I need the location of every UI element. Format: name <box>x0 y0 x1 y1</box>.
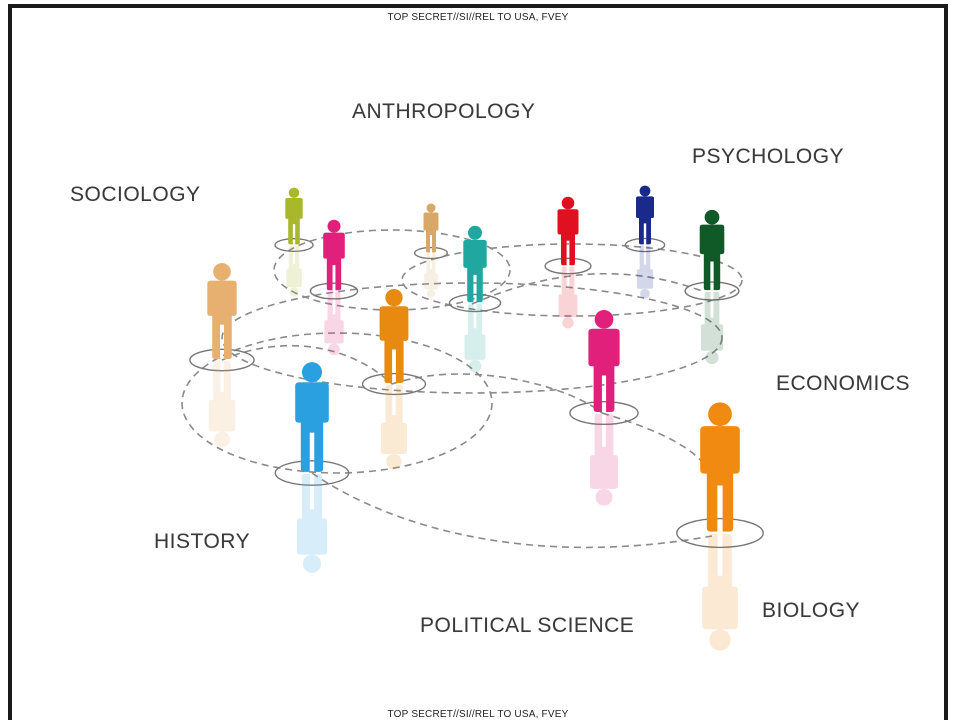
node-ring <box>624 237 666 253</box>
person-figure <box>285 187 303 245</box>
person-reflection <box>286 245 302 297</box>
person-reflection <box>324 291 344 356</box>
slide: TOP SECRET//SI//REL TO USA, FVEY <box>8 4 948 720</box>
node-ring <box>274 237 314 253</box>
label-sociology: SOCIOLOGY <box>70 183 201 206</box>
connection-line <box>221 344 393 385</box>
person-figure <box>379 288 409 384</box>
person-reflection <box>424 253 438 298</box>
label-psychology: PSYCHOLOGY <box>692 145 845 168</box>
connection-line <box>311 472 713 549</box>
node-ring <box>361 372 427 396</box>
person-reflection <box>702 534 738 651</box>
person-figure <box>463 225 487 303</box>
person-figure <box>636 185 654 245</box>
label-political-science: POLITICAL SCIENCE <box>420 614 635 637</box>
person-reflection <box>636 245 654 299</box>
node-ring <box>448 293 502 313</box>
connection-line <box>471 272 703 305</box>
connection-loop <box>181 332 493 474</box>
node-ring <box>189 348 255 372</box>
node-ring <box>676 517 764 549</box>
person-figure <box>588 310 620 412</box>
label-history: HISTORY <box>154 530 251 553</box>
person-figure <box>323 219 345 291</box>
person-reflection <box>464 303 486 373</box>
person-figure <box>423 203 439 253</box>
person-figure <box>557 196 579 266</box>
connection-line <box>391 373 603 414</box>
node-ring <box>569 400 639 426</box>
connection-loop <box>273 229 511 311</box>
classification-banner-bottom: TOP SECRET//SI//REL TO USA, FVEY <box>387 709 569 720</box>
node-ring <box>413 246 449 260</box>
person-reflection <box>381 384 407 470</box>
person-reflection <box>589 413 619 506</box>
person-reflection <box>296 474 328 573</box>
person-figure <box>699 209 725 291</box>
person-figure <box>207 262 237 360</box>
node-ring <box>684 281 740 301</box>
label-biology: BIOLOGY <box>762 599 861 622</box>
connection-lines <box>181 229 743 549</box>
people-network-diagram <box>181 185 764 651</box>
person-reflection <box>208 360 236 448</box>
node-ring <box>274 460 350 486</box>
classification-banner-top: TOP SECRET//SI//REL TO USA, FVEY <box>387 12 569 23</box>
person-figure <box>700 402 740 532</box>
person-reflection <box>700 291 724 365</box>
node-ring <box>544 257 592 275</box>
connection-loop <box>401 243 743 317</box>
node-ring <box>309 282 359 300</box>
label-anthropology: ANTHROPOLOGY <box>352 100 536 123</box>
label-economics: ECONOMICS <box>776 372 911 395</box>
